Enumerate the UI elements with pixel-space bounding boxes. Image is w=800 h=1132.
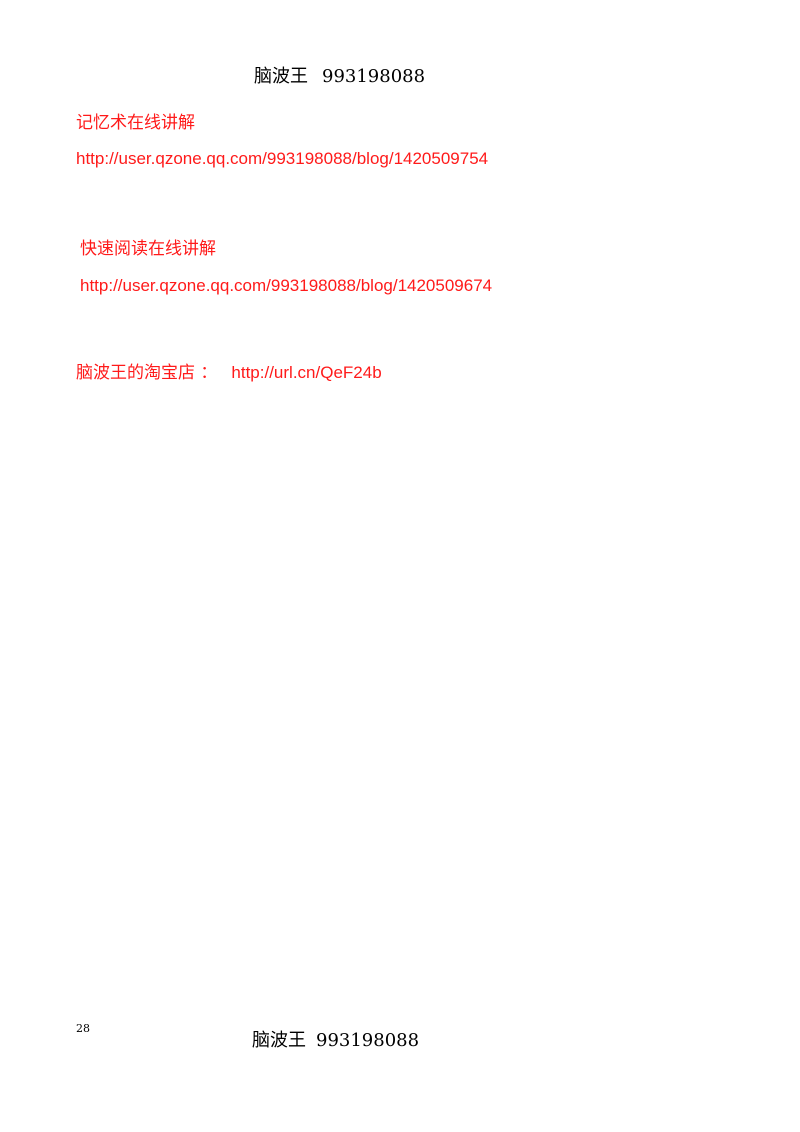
speed-reading-section-link[interactable]: http://user.qzone.qq.com/993198088/blog/… (80, 276, 493, 295)
shop-line: 脑波王的淘宝店 ： http://url.cn/QeF24b (76, 358, 382, 383)
header-qq-number: 993198088 (322, 66, 426, 87)
footer-name: 脑波王 (252, 1030, 306, 1051)
shop-label: 脑波王的淘宝店 ： (76, 363, 218, 383)
footer-qq-number: 993198088 (316, 1030, 420, 1051)
speed-reading-section-title: 快速阅读在线讲解 (80, 239, 216, 258)
page-footer: 脑波王 993198088 (252, 1026, 419, 1052)
memory-section-link[interactable]: http://user.qzone.qq.com/993198088/blog/… (76, 149, 489, 168)
header-name: 脑波王 (254, 66, 308, 87)
page-number: 28 (76, 1022, 90, 1035)
shop-link[interactable]: http://url.cn/QeF24b (231, 363, 382, 382)
memory-section-title: 记忆术在线讲解 (76, 113, 195, 132)
page-header: 脑波王 993198088 (254, 62, 425, 88)
